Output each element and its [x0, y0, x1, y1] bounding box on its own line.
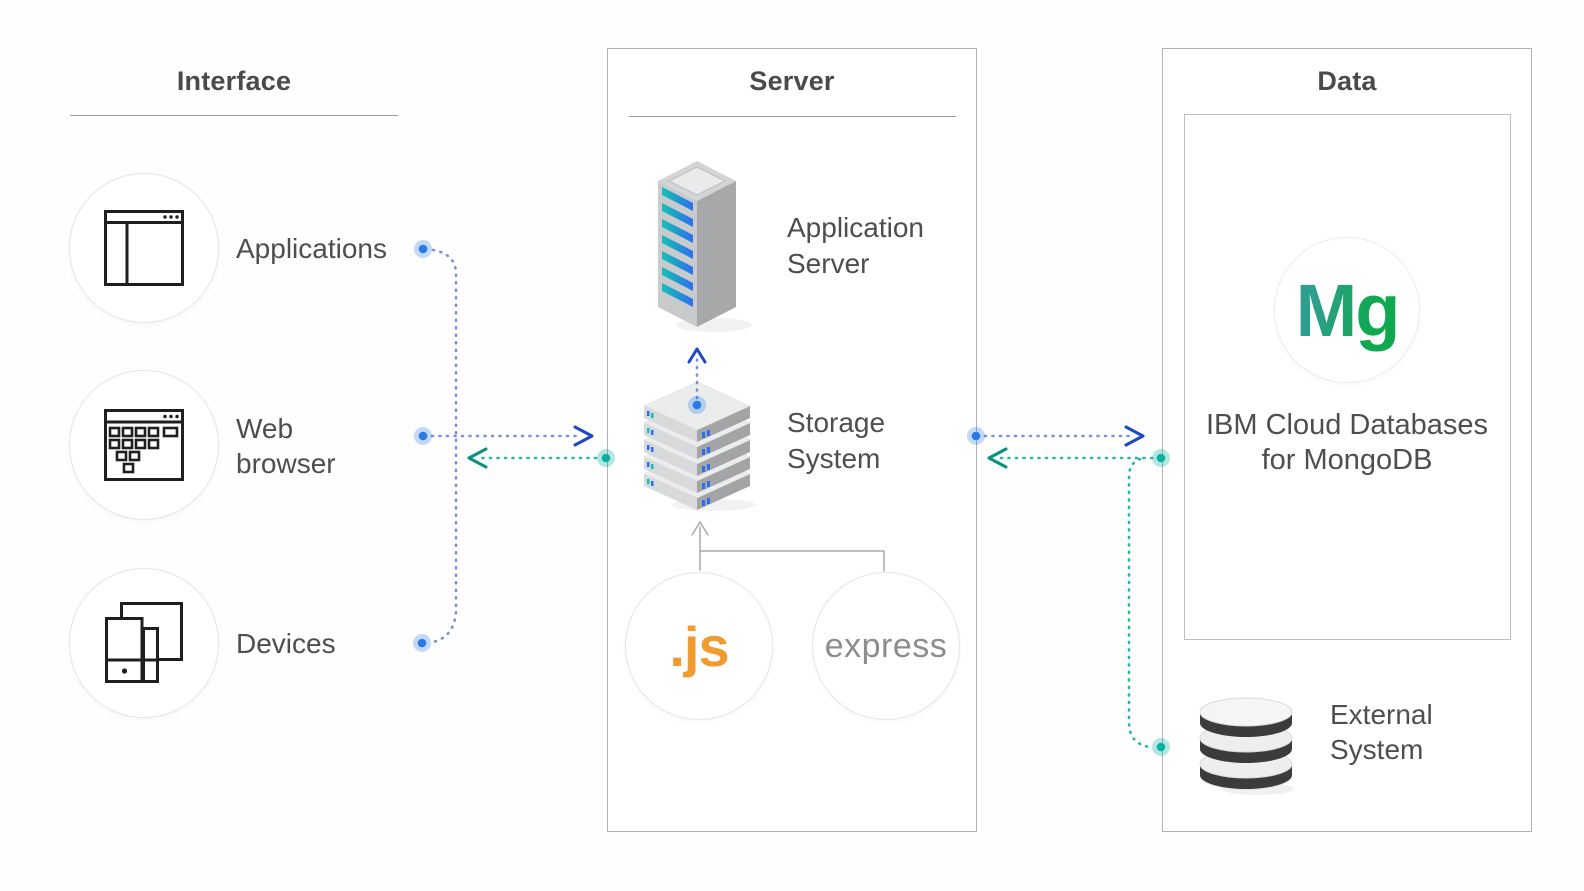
data-section-title: Data: [1317, 66, 1377, 96]
devices-icon: [105, 602, 183, 683]
application-server-label: Application Server: [787, 212, 924, 279]
server-title-rule: [629, 116, 956, 117]
interface-to-server-flow: [430, 248, 594, 644]
web-browser-icon-circle: [69, 370, 219, 520]
external-system-label: External System: [1330, 699, 1433, 765]
applications-icon-circle: [69, 173, 219, 323]
storage-system-label: Storage System: [787, 407, 886, 474]
applications-label: Applications: [236, 233, 387, 264]
application-server-icon: [658, 161, 752, 332]
mongodb-logo-circle: Mg: [1274, 237, 1420, 383]
server-section-title: Server: [749, 66, 835, 96]
mongodb-database-label: IBM Cloud Databases for MongoDB: [1205, 409, 1489, 476]
interface-title-rule: [70, 115, 398, 116]
server-led-stripes: [662, 187, 693, 307]
server-to-data-flow: [983, 425, 1145, 447]
web-browser-icon: [104, 409, 184, 481]
nodejs-logo-circle: .js: [625, 572, 773, 720]
web-browser-label: Web browser: [236, 413, 336, 479]
server-to-interface-flow: [467, 447, 598, 469]
data-to-server-flow: [987, 447, 1154, 749]
mongodb-monogram: Mg: [1295, 268, 1401, 352]
interface-section-title: Interface: [176, 66, 292, 96]
devices-icon-circle: [69, 568, 219, 718]
express-logo-text: express: [824, 626, 948, 665]
express-logo-circle: express: [812, 572, 960, 720]
external-system-icon: [1199, 697, 1294, 795]
storage-slabs: [643, 382, 751, 510]
applications-icon: [104, 210, 184, 286]
nodejs-logo-text: .js: [669, 614, 729, 678]
storage-system-icon: [643, 382, 756, 511]
devices-label: Devices: [236, 628, 336, 659]
